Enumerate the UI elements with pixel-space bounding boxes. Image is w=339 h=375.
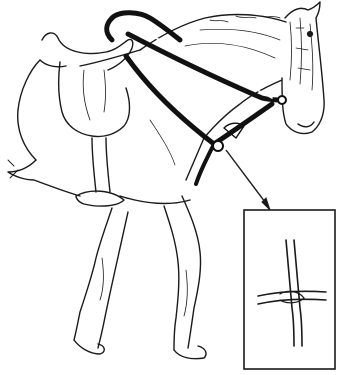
breastplate-strap (107, 13, 286, 184)
inset-detail-box (244, 210, 335, 369)
girth-strap (76, 138, 124, 206)
horse-tail (8, 160, 80, 196)
horse-head (282, 2, 324, 134)
saddle (40, 33, 133, 137)
hind-leg (74, 208, 128, 354)
pointer-arrow (226, 150, 270, 210)
fore-leg (164, 196, 206, 359)
horse-body (18, 50, 204, 203)
